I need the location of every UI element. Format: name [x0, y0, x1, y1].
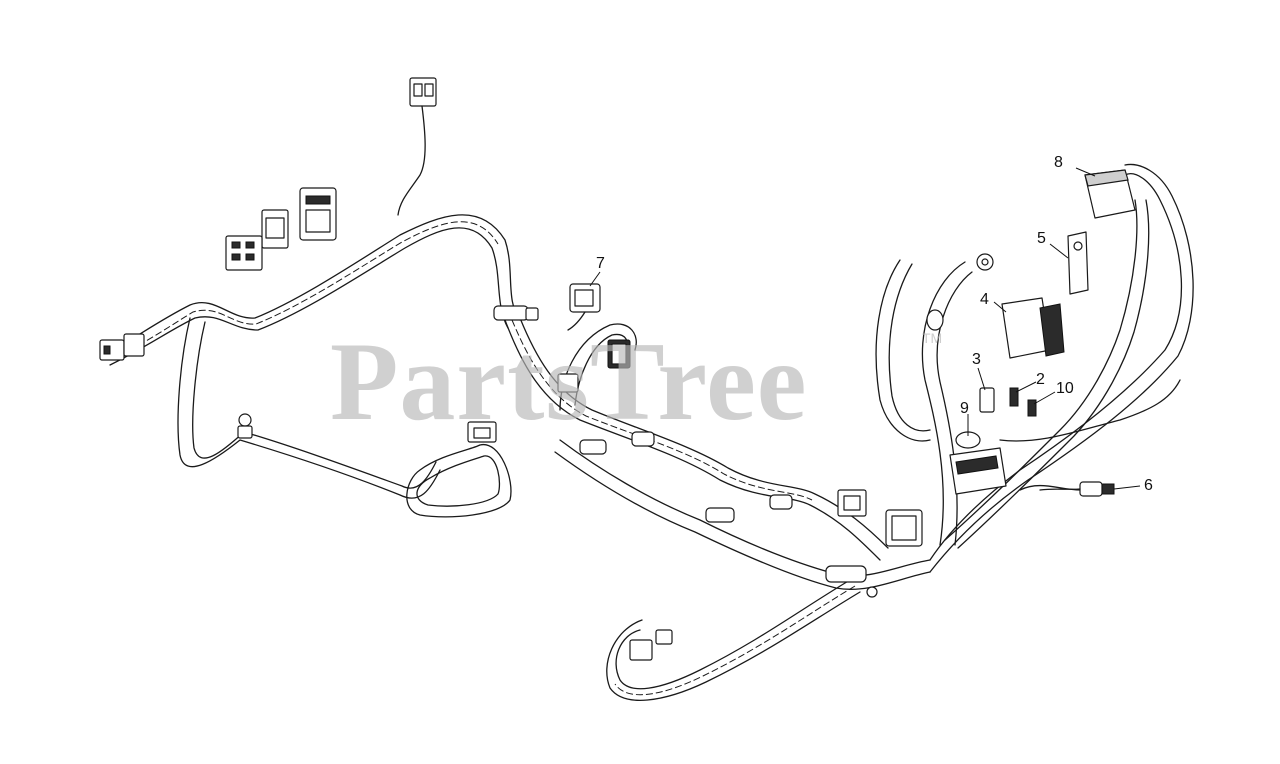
callout-9: 9 — [960, 400, 969, 417]
grommet-right — [926, 309, 944, 331]
callout-5: 5 — [1037, 230, 1046, 247]
part-7-connector — [567, 283, 601, 331]
callout-2: 2 — [1036, 371, 1045, 388]
watermark-trademark: TM — [922, 330, 943, 346]
part-2-terminal — [1009, 387, 1019, 407]
connector-center-mid — [467, 421, 497, 443]
callout-8: 8 — [1054, 154, 1063, 171]
clips-center-row — [579, 431, 793, 523]
clip-center-top — [493, 305, 539, 321]
callout-3: 3 — [972, 351, 981, 368]
clip-lower-mid — [825, 565, 878, 598]
connector-top-left-a — [397, 77, 437, 216]
part-6-connector — [1039, 481, 1115, 497]
callout-10: 10 — [1056, 380, 1074, 397]
ring-terminal — [976, 253, 994, 271]
callout-7: 7 — [596, 255, 605, 272]
connector-far-left — [99, 333, 145, 361]
connector-square — [261, 209, 289, 249]
connector-center-small — [557, 373, 579, 393]
part-9-fuse-block — [949, 431, 1007, 495]
part-4-relay-block — [1001, 297, 1065, 359]
callout-4: 4 — [980, 291, 989, 308]
callout-leaders — [589, 167, 1141, 490]
connector-block-left — [225, 235, 263, 271]
connector-multi-pin — [299, 187, 337, 241]
connector-center-right — [837, 489, 867, 517]
harness-left-section — [104, 214, 521, 518]
clip-left-a — [237, 413, 253, 439]
part-8-boot — [1084, 169, 1136, 219]
connector-harness-plug — [607, 339, 631, 369]
connector-junction — [885, 509, 923, 547]
part-5-bracket — [1067, 231, 1089, 295]
part-3-fuse — [979, 387, 995, 413]
callout-6: 6 — [1144, 477, 1153, 494]
connector-bottom-left — [629, 629, 673, 661]
part-10-terminal — [1027, 399, 1037, 417]
callout-labels: 2 3 4 5 6 7 8 9 10 — [596, 154, 1153, 494]
harness-right-section — [875, 163, 1194, 573]
